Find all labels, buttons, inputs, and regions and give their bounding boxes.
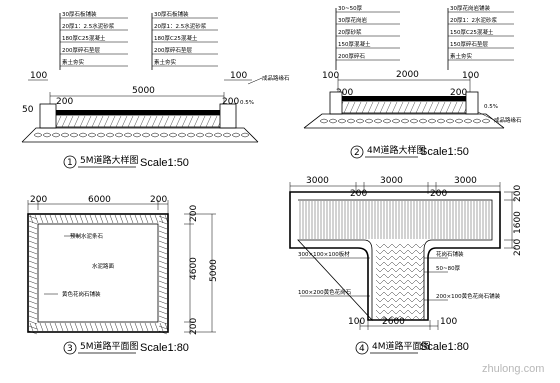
layer-label: 30~50厚: [338, 5, 363, 12]
road-section-1: [21, 103, 259, 143]
dim-height: 50: [22, 105, 34, 115]
dim-h-total: 5000: [209, 259, 219, 282]
layer-label: 20厚1：2.5水泥砂浆: [154, 22, 207, 30]
drawing-number: 1: [67, 158, 73, 168]
plan-label: 花岗石铺装: [436, 250, 464, 258]
layer-callout-left: 30厚石板铺装 20厚1：2.5水泥砂浆 180厚C25混凝土 200厚碎石垫层…: [59, 10, 128, 70]
layer-label: 20厚砂浆: [338, 28, 362, 36]
dim-left: 100: [30, 71, 47, 81]
dim-c: 3000: [380, 176, 403, 186]
dim-curb-left: 200: [56, 97, 73, 107]
drawing-number: 4: [359, 344, 365, 354]
drawing-scale: Scale1:80: [140, 342, 189, 354]
layer-callout-right: 30厚花岗岩铺装 20厚1：2水泥砂浆 150厚C25混凝土 150厚碎石垫层 …: [447, 4, 514, 70]
dim-left: 100: [322, 71, 339, 81]
drawing-1-section-5m: 30厚石板铺装 20厚1：2.5水泥砂浆 180厚C25混凝土 200厚碎石垫层…: [21, 10, 290, 169]
layer-label: 150厚碎石垫层: [450, 40, 488, 48]
dim-span: 5000: [132, 86, 155, 96]
dimensions-3: 200 6000 200 200 4600 200 5000: [27, 195, 219, 335]
dim-right: 200: [150, 195, 167, 205]
plan-label: 水泥路面: [92, 262, 115, 270]
drawing-2-section-4m: 30~50厚 30厚花岗岩 20厚砂浆 150厚混凝土 200厚碎石 30厚花岗…: [303, 4, 522, 159]
slope-label: 0.5%: [484, 104, 498, 110]
drawing-4-plan-4m: 3000 200 3000 200 3000 200 1600 200 100 …: [289, 176, 523, 355]
dimensions-2: 100 100 2000 200 200 0.5% 成品路缘石: [322, 70, 522, 124]
drawing-scale: Scale1:50: [140, 157, 189, 169]
drawing-3-plan-5m: 200 6000 200 200 4600 200 5000 预制水泥条石 水泥…: [27, 195, 219, 355]
layer-callout-right: 30厚石板铺装 20厚1：2.5水泥砂浆 180厚C25混凝土 200厚碎石垫层…: [151, 10, 218, 70]
drawing-scale: Scale1:50: [420, 146, 469, 158]
plan-label: 预制水泥条石: [70, 232, 104, 240]
drawing-title-4: 4 4M道路平面图 Scale1:80: [355, 340, 469, 355]
dim-h-inner: 4600: [189, 257, 199, 280]
dim-curb-left: 200: [336, 88, 353, 98]
dim-a: 3000: [306, 176, 329, 186]
plan-label: 50~80厚: [436, 265, 461, 272]
layer-label: 180厚C25混凝土: [154, 34, 198, 42]
plan-5m-body: 预制水泥条石 水泥路面 黄色花岗石铺装: [27, 213, 169, 335]
layer-callout-left: 30~50厚 30厚花岗岩 20厚砂浆 150厚混凝土 200厚碎石: [335, 5, 400, 70]
curb-note: 成品路缘石: [262, 74, 290, 82]
road-section-2: [303, 91, 505, 129]
layer-label: 200厚碎石: [338, 52, 365, 60]
layer-label: 30厚花岗岩: [338, 16, 367, 24]
dim-right: 100: [230, 71, 247, 81]
layer-label: 素土夯实: [154, 58, 177, 66]
plan-label: 100×200黄色花岗石: [298, 288, 352, 296]
dim-curb-right: 200: [450, 88, 467, 98]
dim-bl: 100: [348, 317, 365, 327]
dimensions-1: 100 100 5000 200 200 50 0.5% 成品路缘石: [22, 71, 290, 115]
dimensions-4: 3000 200 3000 200 3000 200 1600 200 100 …: [289, 176, 523, 330]
plan-4m-body: 300×100×100板材 100×200黄色花岗石 花岗石铺装 50~80厚 …: [289, 191, 501, 322]
dim-t2: 200: [189, 318, 199, 335]
plan-label: 黄色花岗石铺装: [62, 290, 101, 298]
layer-label: 30厚石板铺装: [154, 10, 189, 18]
dim-h1: 200: [513, 185, 523, 202]
drawing-number: 3: [67, 344, 73, 354]
layer-label: 30厚花岗岩铺装: [450, 4, 490, 12]
drawing-title-3: 3 5M道路平面图 Scale1:80: [63, 340, 189, 355]
watermark: zhulong.com: [482, 363, 544, 375]
dim-br: 100: [440, 317, 457, 327]
layer-label: 20厚1：2水泥砂浆: [450, 16, 497, 24]
curb-note: 成品路缘石: [494, 116, 522, 124]
dim-curb-right: 200: [222, 97, 239, 107]
layer-label: 150厚混凝土: [338, 40, 371, 48]
drawing-title-1: 1 5M道路大样图 Scale1:50: [63, 154, 189, 169]
layer-label: 素土夯实: [450, 52, 473, 60]
drawing-title-2: 2 4M道路大样图 Scale1:50: [350, 144, 469, 159]
drawing-number: 2: [354, 148, 360, 158]
dim-bottom: 2600: [382, 317, 405, 327]
dim-d: 200: [430, 189, 447, 199]
dim-t1: 200: [189, 205, 199, 222]
drawing-scale: Scale1:80: [420, 341, 469, 353]
plan-label: 200×100黄色花岗石铺装: [436, 292, 501, 300]
layer-label: 200厚碎石垫层: [62, 46, 100, 54]
layer-label: 素土夯实: [62, 58, 85, 66]
drawing-title: 5M道路大样图: [80, 154, 139, 166]
layer-label: 30厚石板铺装: [62, 10, 97, 18]
layer-label: 180厚C25混凝土: [62, 34, 106, 42]
plan-label: 300×100×100板材: [298, 250, 350, 258]
layer-label: 20厚1：2.5水泥砂浆: [62, 22, 115, 30]
drawing-title: 4M道路平面图: [372, 340, 431, 352]
layer-label: 150厚C25混凝土: [450, 28, 494, 36]
layer-label: 200厚碎石垫层: [154, 46, 192, 54]
drawing-title: 5M道路平面图: [80, 340, 139, 352]
slope-label: 0.5%: [240, 100, 254, 106]
dim-b: 200: [350, 189, 367, 199]
dim-right: 100: [462, 71, 479, 81]
dim-e: 3000: [454, 176, 477, 186]
dim-h3: 200: [513, 239, 523, 256]
drawing-title: 4M道路大样图: [367, 144, 426, 156]
dim-top: 6000: [88, 195, 111, 205]
dim-left: 200: [30, 195, 47, 205]
dim-span: 2000: [396, 70, 419, 80]
dim-h2: 1600: [513, 211, 523, 234]
